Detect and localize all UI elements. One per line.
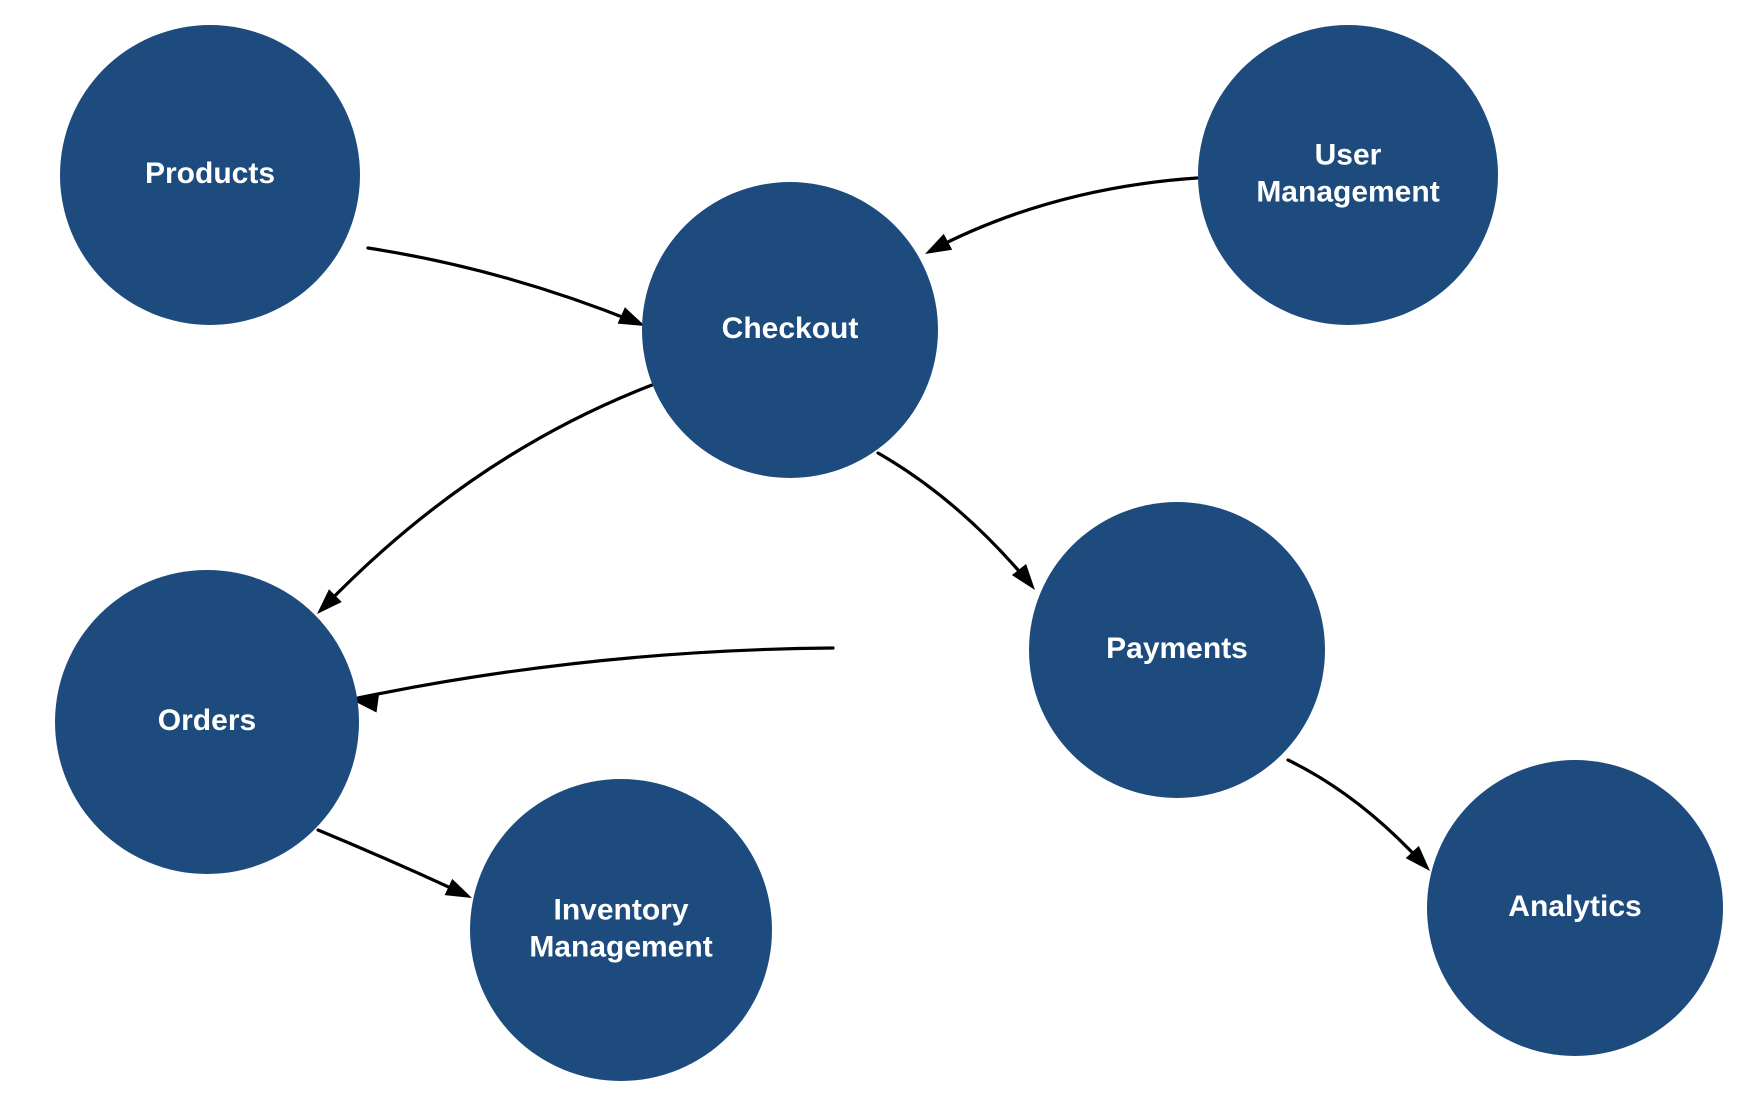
arrow-head-icon [1405,845,1430,871]
node-label: Products [145,157,275,190]
edge-user-management-to-checkout [925,176,1199,254]
node-label: Orders [158,704,256,737]
edge-line [356,646,835,700]
edge-checkout-to-payments [876,451,1035,590]
node-label: Payments [1106,632,1248,665]
node-payments[interactable]: Payments [1029,502,1325,798]
arrow-head-icon [352,694,379,713]
edge-line [1286,758,1426,867]
arrow-head-icon [617,307,645,326]
arrow-head-icon [317,589,342,614]
edge-line [316,828,468,897]
node-products[interactable]: Products [60,25,360,325]
arrow-head-icon [1011,563,1035,590]
node-circle[interactable] [470,779,772,1081]
edge-orders-to-inventory-management [316,828,472,898]
node-label-line: Management [529,930,712,963]
node-circle[interactable] [55,570,359,874]
edge-payments-to-orders [352,646,835,713]
node-label-line: Management [1256,175,1439,208]
node-circle[interactable] [1427,760,1723,1056]
node-circle[interactable] [60,25,360,325]
node-checkout[interactable]: Checkout [642,182,938,478]
node-label-line: Payments [1106,632,1248,665]
node-analytics[interactable]: Analytics [1427,760,1723,1056]
edge-products-to-checkout [366,246,645,326]
node-label-line: Checkout [722,312,859,345]
node-label: Checkout [722,312,859,345]
node-label-line: Analytics [1508,890,1641,923]
node-label-line: Products [145,157,275,190]
node-label-line: Inventory [553,893,688,926]
node-circle[interactable] [1198,25,1498,325]
edge-payments-to-analytics [1286,758,1430,871]
edge-line [320,383,654,611]
arrow-head-icon [925,233,953,254]
node-orders[interactable]: Orders [55,570,359,874]
edge-checkout-to-orders [317,383,654,614]
edges-layer [316,176,1430,898]
node-circle[interactable] [642,182,938,478]
edge-line [876,451,1032,586]
arrow-head-icon [444,878,472,898]
node-label-line: Orders [158,704,256,737]
edge-line [366,246,642,326]
node-label: Analytics [1508,890,1641,923]
node-circle[interactable] [1029,502,1325,798]
node-label-line: User [1315,138,1382,171]
edge-line [928,176,1199,253]
